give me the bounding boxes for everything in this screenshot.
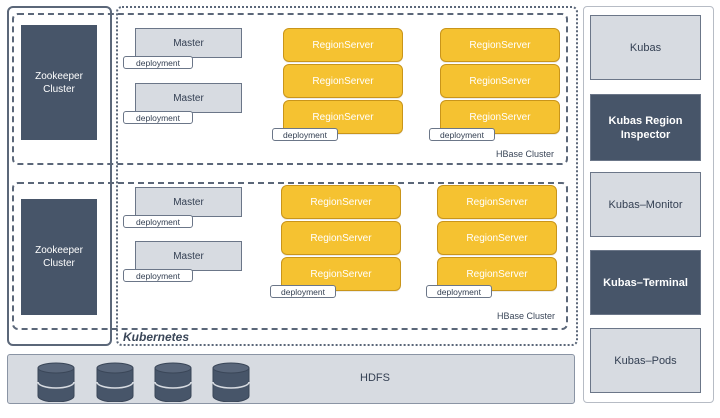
master-node: Master <box>135 28 242 58</box>
region-server: RegionServer <box>281 185 401 219</box>
hdfs-layer <box>7 354 575 404</box>
deployment-tag: deployment <box>123 215 193 228</box>
zookeeper-cluster: Zookeeper Cluster <box>21 25 97 140</box>
region-server: RegionServer <box>281 257 401 291</box>
kubernetes-label: Kubernetes <box>123 330 190 344</box>
zookeeper-cluster: Zookeeper Cluster <box>21 199 97 315</box>
deployment-tag: deployment <box>123 111 193 124</box>
database-icon <box>212 362 250 402</box>
hbase-cluster-frame <box>12 182 568 330</box>
hbase-cluster-label: HBase Cluster <box>497 311 556 321</box>
master-node: Master <box>135 83 242 113</box>
region-server: RegionServer <box>281 221 401 255</box>
region-server: RegionServer <box>440 64 560 98</box>
kubernetes-container <box>116 6 578 346</box>
region-server: RegionServer <box>283 64 403 98</box>
deployment-tag: deployment <box>429 128 495 141</box>
kubas-region-inspector-box: Kubas Region Inspector <box>590 94 701 161</box>
region-server: RegionServer <box>437 185 557 219</box>
region-server: RegionServer <box>437 221 557 255</box>
deployment-tag: deployment <box>123 269 193 282</box>
deployment-tag: deployment <box>270 285 336 298</box>
region-server: RegionServer <box>440 28 560 62</box>
hdfs-label: HDFS <box>360 372 390 384</box>
database-icon <box>37 362 75 402</box>
region-server: RegionServer <box>283 28 403 62</box>
kubas-pods-box: Kubas–Pods <box>590 328 701 393</box>
kubas-terminal-box: Kubas–Terminal <box>590 250 701 315</box>
deployment-tag: deployment <box>426 285 492 298</box>
kubas-monitor-box: Kubas–Monitor <box>590 172 701 237</box>
kubas-box: Kubas <box>590 15 701 80</box>
hbase-cluster-label: HBase Cluster <box>496 149 555 159</box>
deployment-tag: deployment <box>123 56 193 69</box>
master-node: Master <box>135 187 242 217</box>
deployment-tag: deployment <box>272 128 338 141</box>
hbase-cluster-frame <box>12 13 568 165</box>
database-icon <box>96 362 134 402</box>
master-node: Master <box>135 241 242 271</box>
database-icon <box>154 362 192 402</box>
